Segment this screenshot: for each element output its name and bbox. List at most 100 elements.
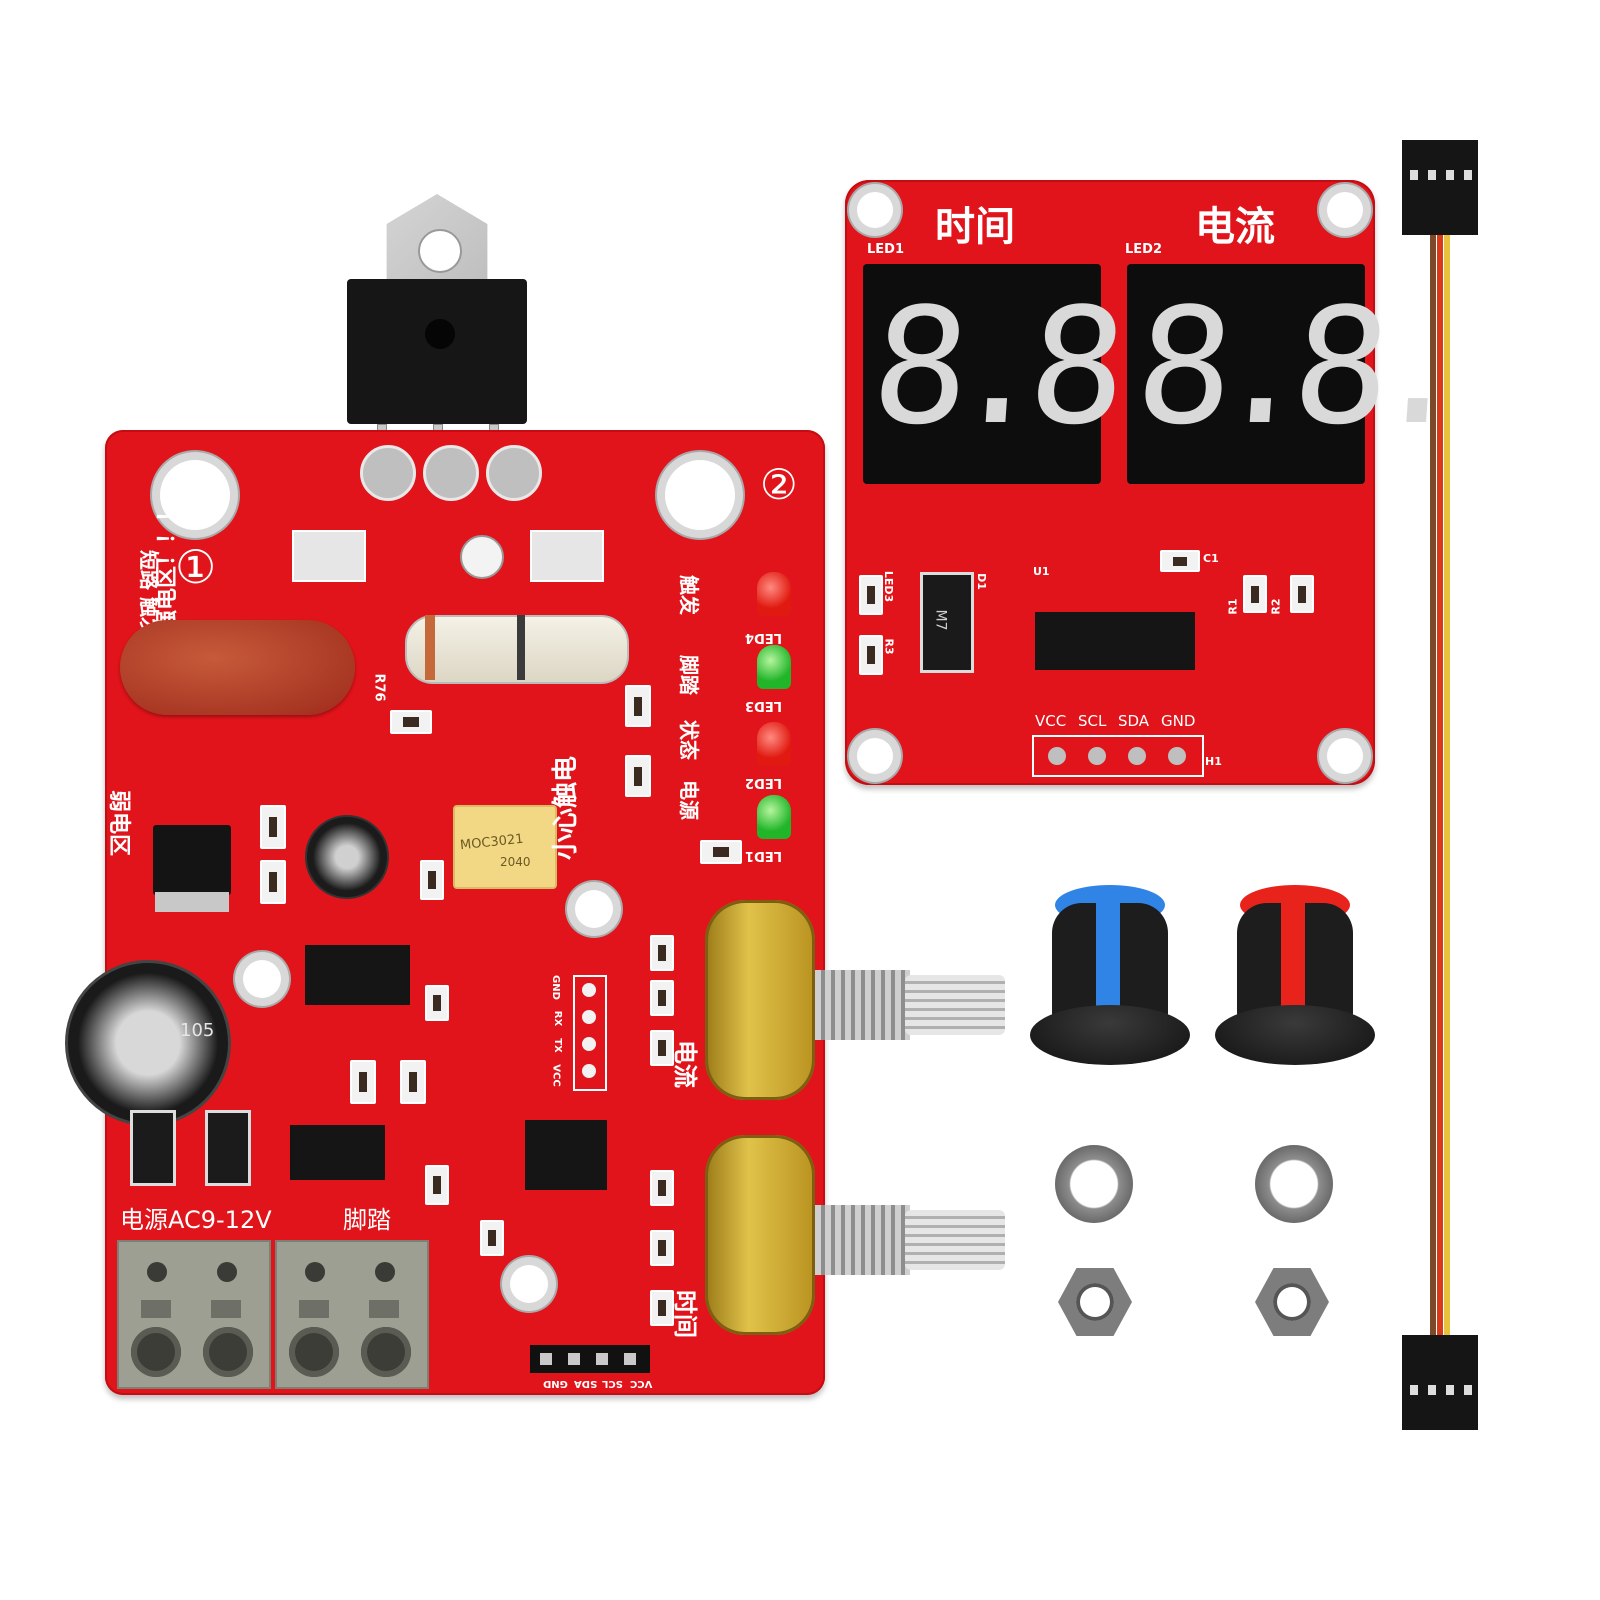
smd-resistor bbox=[260, 860, 286, 904]
header-pin bbox=[1128, 747, 1146, 765]
smd-c1 bbox=[1160, 550, 1200, 572]
header-pin bbox=[540, 1353, 552, 1365]
c1-label: C1 bbox=[1203, 552, 1219, 565]
led4-label: LED4 bbox=[745, 630, 783, 645]
hex-nut-hole bbox=[1273, 1283, 1311, 1321]
ic-u1 bbox=[1035, 612, 1195, 670]
header-pin bbox=[596, 1353, 608, 1365]
terminal-block-power[interactable] bbox=[117, 1240, 271, 1389]
bottom-header-pin-gnd: GND bbox=[543, 1378, 568, 1389]
terminal-screw[interactable] bbox=[361, 1327, 411, 1377]
header-pin-gnd: GND bbox=[1161, 712, 1196, 730]
hex-nut bbox=[1255, 1268, 1329, 1336]
terminal-window bbox=[211, 1300, 241, 1318]
triac-tab-hole bbox=[418, 229, 462, 273]
connector-slot bbox=[1446, 170, 1454, 180]
mounting-hole bbox=[665, 460, 735, 530]
r1-label: R1 bbox=[1226, 598, 1240, 615]
knob-red[interactable] bbox=[1215, 885, 1375, 1070]
power-input-label: 电源AC9-12V bbox=[120, 1206, 272, 1234]
header-pin bbox=[568, 1353, 580, 1365]
washer bbox=[1255, 1145, 1333, 1223]
led2-red bbox=[757, 722, 791, 766]
power-pad bbox=[292, 530, 366, 582]
pot-bushing bbox=[815, 970, 910, 1040]
regulator-tab bbox=[155, 892, 229, 912]
header-pin bbox=[582, 1064, 596, 1078]
capacitor-large bbox=[65, 960, 231, 1126]
j5-pin-gnd: GND bbox=[549, 975, 561, 1000]
smd-resistor bbox=[625, 755, 651, 797]
status-label-trigger: 触发 bbox=[677, 575, 701, 615]
smd-resistor bbox=[625, 685, 651, 727]
caution-label: 小心触电 bbox=[551, 755, 581, 860]
smd-resistor bbox=[350, 1060, 376, 1104]
potentiometer-time[interactable] bbox=[705, 1135, 1005, 1335]
capacitor-small bbox=[305, 815, 389, 899]
j5-pin-vcc: VCC bbox=[550, 1064, 562, 1087]
r76-label: R76 bbox=[371, 673, 387, 702]
knob-blue[interactable] bbox=[1030, 885, 1190, 1070]
pot-label-current: 电流 bbox=[671, 1040, 699, 1088]
led4-red bbox=[757, 572, 791, 616]
connector-slot bbox=[1446, 1385, 1454, 1395]
d1-label: D1 bbox=[974, 573, 988, 590]
smd-resistor bbox=[400, 1060, 426, 1104]
cable-wire-yellow bbox=[1444, 235, 1450, 1345]
knob-skirt bbox=[1030, 1005, 1190, 1065]
current-label: 电流 bbox=[1195, 204, 1275, 250]
diode bbox=[205, 1110, 251, 1186]
terminal-window bbox=[299, 1300, 329, 1318]
smd-capacitor bbox=[650, 1230, 674, 1266]
pot-shaft bbox=[905, 1210, 1005, 1270]
resistor-band bbox=[425, 615, 435, 680]
connector-slot bbox=[1410, 1385, 1418, 1395]
connector-slot bbox=[1464, 170, 1472, 180]
terminal-screw[interactable] bbox=[203, 1327, 253, 1377]
h1-label: H1 bbox=[1205, 755, 1222, 768]
terminal-block-pedal[interactable] bbox=[275, 1240, 429, 1389]
terminal-slot bbox=[217, 1262, 237, 1282]
bottom-header[interactable] bbox=[530, 1345, 650, 1373]
smd-capacitor bbox=[425, 985, 449, 1021]
led2-label: LED2 bbox=[745, 775, 783, 790]
mounting-hole bbox=[243, 960, 281, 998]
potentiometer-current[interactable] bbox=[705, 900, 1005, 1100]
terminal-screw[interactable] bbox=[131, 1327, 181, 1377]
status-label-power: 电源 bbox=[677, 780, 701, 820]
smd-capacitor bbox=[650, 1290, 674, 1326]
mounting-hole bbox=[160, 460, 230, 530]
smd-capacitor bbox=[650, 935, 674, 971]
jumper-cable[interactable] bbox=[1400, 140, 1480, 1430]
varistor bbox=[120, 620, 355, 715]
display-header-h1[interactable] bbox=[1032, 735, 1204, 777]
bottom-header-pin-vcc: VCC bbox=[630, 1378, 653, 1389]
mark-2-label: ② bbox=[760, 460, 798, 509]
terminal-slot bbox=[305, 1262, 325, 1282]
smd-capacitor bbox=[650, 980, 674, 1016]
hex-nut bbox=[1058, 1268, 1132, 1336]
mounting-hole bbox=[1327, 738, 1363, 774]
mounting-hole bbox=[857, 192, 893, 228]
seven-segment-display-time: 8.8. bbox=[863, 264, 1193, 484]
header-j5[interactable] bbox=[573, 975, 607, 1091]
connector-slot bbox=[1464, 1385, 1472, 1395]
bottom-header-pin-sda: SDA bbox=[574, 1378, 598, 1389]
seven-segment-display-current: 8.8. bbox=[1127, 264, 1457, 484]
smd-r2 bbox=[1290, 575, 1314, 613]
mounting-hole bbox=[1327, 192, 1363, 228]
smd-r3 bbox=[859, 635, 883, 675]
terminal-window bbox=[141, 1300, 171, 1318]
r2-label: R2 bbox=[1269, 598, 1283, 615]
terminal-slot bbox=[375, 1262, 395, 1282]
pot-body bbox=[705, 1135, 815, 1335]
terminal-screw[interactable] bbox=[289, 1327, 339, 1377]
j5-pin-tx: TX bbox=[551, 1038, 563, 1053]
hex-nut-hole bbox=[1076, 1283, 1114, 1321]
display-board: 时间 电流 LED1 LED2 8.8. 8.8. LED3 R3 M7 D1 … bbox=[845, 180, 1457, 785]
smd-led3 bbox=[859, 575, 883, 615]
cable-wire-red bbox=[1437, 235, 1443, 1345]
r3-label: R3 bbox=[882, 638, 896, 655]
time-label: 时间 bbox=[935, 204, 1015, 250]
diode-marking: M7 bbox=[932, 609, 949, 631]
